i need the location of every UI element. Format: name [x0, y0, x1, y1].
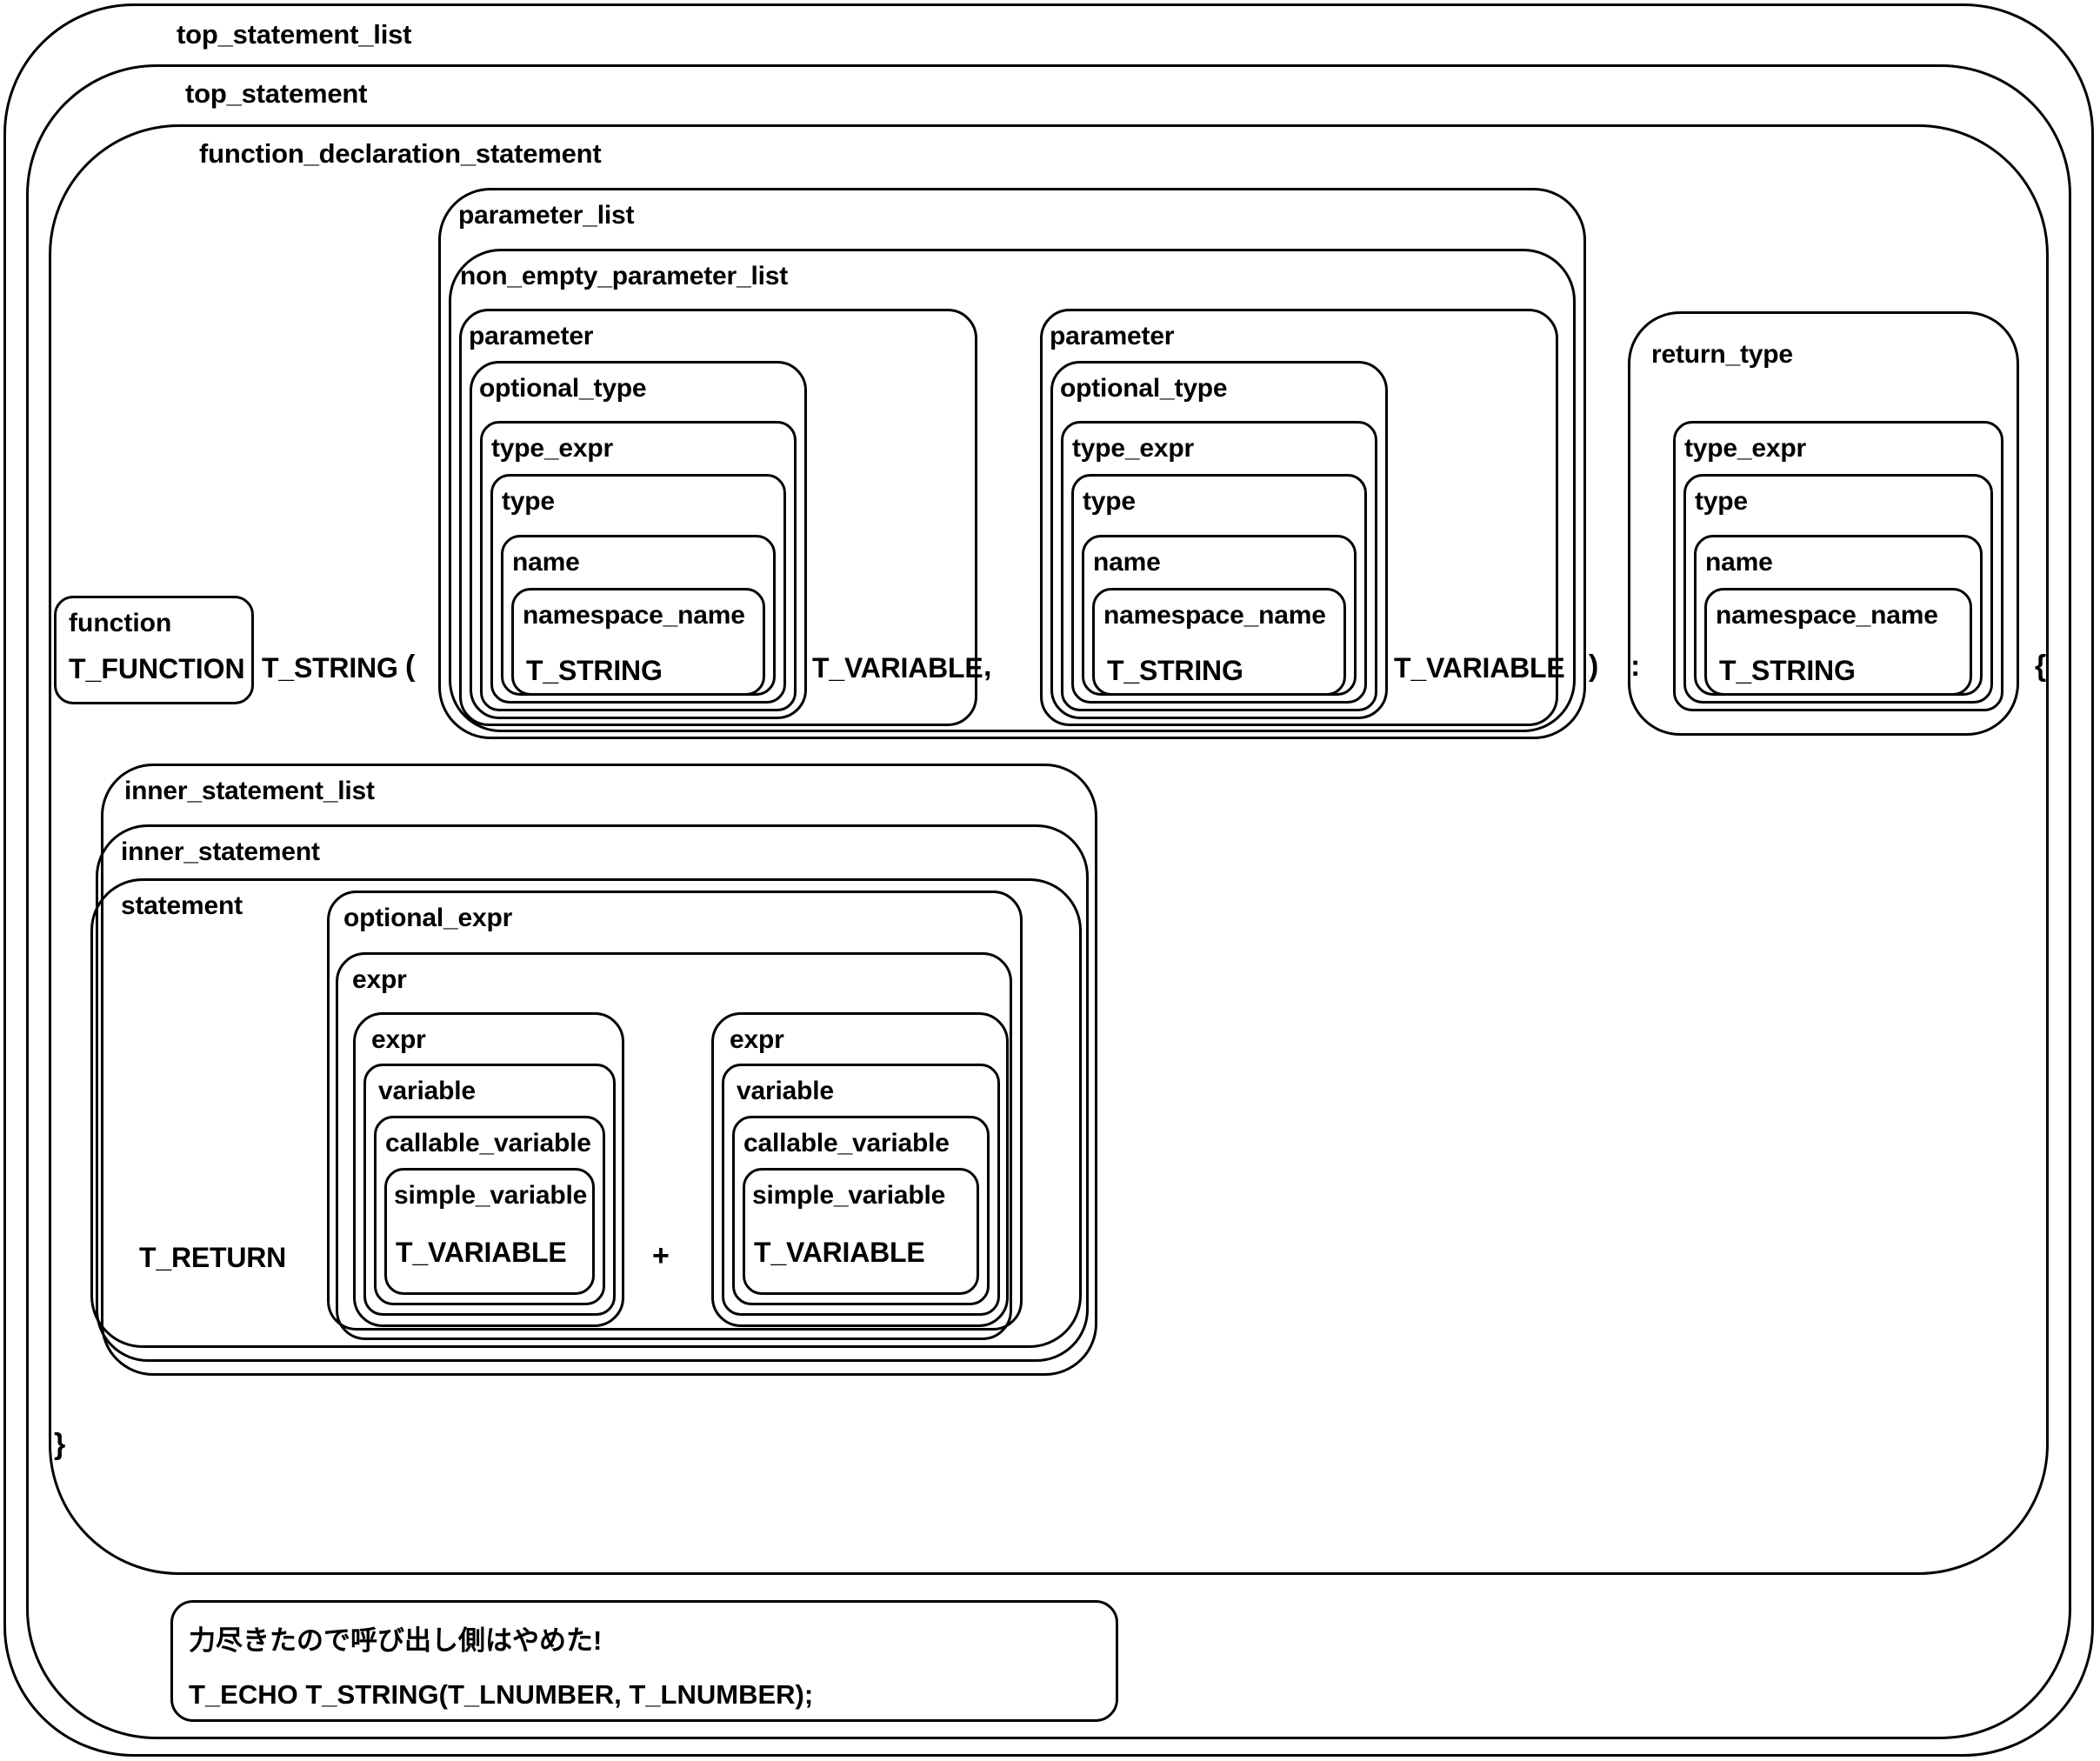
node-label-expr-right: expr [730, 1025, 784, 1054]
node-label-optional-expr: optional_expr [343, 904, 513, 932]
node-label-return-type: return_type [1651, 340, 1793, 369]
node-label-name-2: name [1093, 548, 1161, 577]
node-type-expr-2[interactable]: type_expr [1061, 421, 1377, 711]
node-label-parameter-2: parameter [1050, 322, 1175, 350]
punctuation-lbrace: { [2035, 650, 2047, 683]
node-label-top-statement: top_statement [185, 78, 368, 109]
terminal-param1-t-variable: T_VARIABLE [812, 652, 983, 684]
node-label-return-type-type: type [1695, 487, 1748, 516]
node-label-return-type-expr: type_expr [1684, 434, 1806, 463]
punctuation-colon: : [1630, 650, 1641, 683]
punctuation-rbrace: } [54, 1428, 66, 1461]
keyword-box-function[interactable]: function T_FUNCTION [54, 596, 254, 704]
node-optional-type-1[interactable]: optional_type [470, 361, 807, 719]
node-label-type-expr-2: type_expr [1072, 434, 1194, 463]
node-return-type-expr[interactable]: type_expr [1673, 421, 2003, 711]
node-label-return-type-namespace-name: namespace_name [1716, 601, 1938, 630]
node-callable-variable-left[interactable]: callable_variable [374, 1116, 605, 1305]
node-type-2[interactable]: type [1071, 474, 1367, 704]
node-function-declaration-statement[interactable]: function_declaration_statement [49, 124, 2049, 1575]
punctuation-lparen: ( [405, 650, 416, 683]
node-label-namespace-name-2: namespace_name [1103, 601, 1326, 630]
punctuation-plus: + [652, 1239, 670, 1272]
node-optional-type-2[interactable]: optional_type [1050, 361, 1388, 719]
node-label-callable-variable-left: callable_variable [385, 1129, 591, 1157]
node-callable-variable-right[interactable]: callable_variable [732, 1116, 990, 1305]
node-label-variable-left: variable [378, 1077, 476, 1105]
terminal-function-name-t-string: T_STRING [262, 652, 398, 684]
node-simple-variable-left[interactable]: simple_variable T_VARIABLE [384, 1168, 595, 1295]
terminal-param2-t-variable: T_VARIABLE [1394, 652, 1565, 684]
note-box[interactable]: 力尽きたので呼び出し側はやめた! T_ECHO T_STRING(T_LNUMB… [170, 1600, 1118, 1722]
node-label-function-declaration-statement: function_declaration_statement [199, 138, 602, 169]
node-parameter-list[interactable]: parameter_list [438, 188, 1586, 739]
node-label-inner-statement: inner_statement [121, 837, 320, 866]
node-return-type-type[interactable]: type [1683, 474, 1993, 704]
terminal-left-t-variable: T_VARIABLE [396, 1237, 567, 1268]
terminal-param2-type-t-string: T_STRING [1107, 655, 1243, 686]
node-label-non-empty-parameter-list: non_empty_parameter_list [460, 262, 789, 290]
terminal-t-return: T_RETURN [139, 1242, 287, 1273]
node-optional-expr[interactable]: optional_expr [327, 891, 1023, 1331]
node-label-optional-type-2: optional_type [1060, 374, 1228, 403]
node-variable-left[interactable]: variable [363, 1064, 616, 1316]
node-parameter-1[interactable]: parameter [459, 309, 977, 726]
node-label-optional-type-1: optional_type [479, 374, 647, 403]
punctuation-rparen: ) [1589, 650, 1599, 683]
node-label-type-2: type [1083, 487, 1136, 516]
node-label-type-1: type [502, 487, 555, 516]
node-label-callable-variable-right: callable_variable [743, 1129, 950, 1157]
node-label-type-expr-1: type_expr [491, 434, 613, 463]
node-label-inner-statement-list: inner_statement_list [124, 777, 375, 805]
node-return-type-namespace-name[interactable]: namespace_name T_STRING [1704, 588, 1972, 696]
node-type-expr-1[interactable]: type_expr [480, 421, 797, 711]
node-label-parameter-1: parameter [469, 322, 594, 350]
node-label-top-statement-list: top_statement_list [177, 19, 412, 50]
node-label-statement: statement [121, 891, 243, 920]
terminal-right-t-variable: T_VARIABLE [754, 1237, 925, 1268]
node-type-1[interactable]: type [490, 474, 786, 704]
node-inner-statement-list[interactable]: inner_statement_list [101, 764, 1097, 1376]
node-label-name-1: name [512, 548, 580, 577]
note-line-2: T_ECHO T_STRING(T_LNUMBER, T_LNUMBER); [189, 1679, 814, 1710]
node-expr-root[interactable]: expr [336, 952, 1012, 1340]
node-inner-statement[interactable]: inner_statement [96, 824, 1089, 1362]
node-label-variable-right: variable [737, 1077, 834, 1105]
node-namespace-name-2[interactable]: namespace_name T_STRING [1092, 588, 1346, 696]
punctuation-comma: , [983, 650, 992, 683]
node-top-statement[interactable]: top_statement [26, 64, 2071, 1739]
node-label-return-type-name: name [1705, 548, 1773, 577]
note-line-1: 力尽きたので呼び出し側はやめた! [189, 1625, 603, 1656]
keyword-name-function: function [69, 609, 172, 637]
node-non-empty-parameter-list[interactable]: non_empty_parameter_list [449, 249, 1576, 732]
node-return-type[interactable]: return_type [1628, 311, 2019, 736]
node-label-namespace-name-1: namespace_name [523, 601, 745, 630]
node-expr-left[interactable]: expr [353, 1012, 624, 1327]
terminal-param1-type-t-string: T_STRING [526, 655, 663, 686]
node-label-expr-root: expr [352, 965, 407, 994]
node-variable-right[interactable]: variable [722, 1064, 1000, 1316]
node-top-statement-list[interactable]: top_statement_list [3, 3, 2094, 1757]
node-parameter-2[interactable]: parameter [1040, 309, 1558, 726]
node-label-simple-variable-right: simple_variable [752, 1181, 946, 1210]
node-simple-variable-right[interactable]: simple_variable T_VARIABLE [743, 1168, 979, 1295]
node-label-parameter-list: parameter_list [458, 201, 635, 230]
node-statement[interactable]: statement [90, 878, 1082, 1348]
node-expr-right[interactable]: expr [711, 1012, 1009, 1327]
node-label-expr-left: expr [371, 1025, 426, 1054]
keyword-terminal-t-function: T_FUNCTION [69, 653, 245, 684]
node-label-simple-variable-left: simple_variable [394, 1181, 588, 1210]
node-namespace-name-1[interactable]: namespace_name T_STRING [511, 588, 765, 696]
terminal-return-type-t-string: T_STRING [1719, 655, 1856, 686]
